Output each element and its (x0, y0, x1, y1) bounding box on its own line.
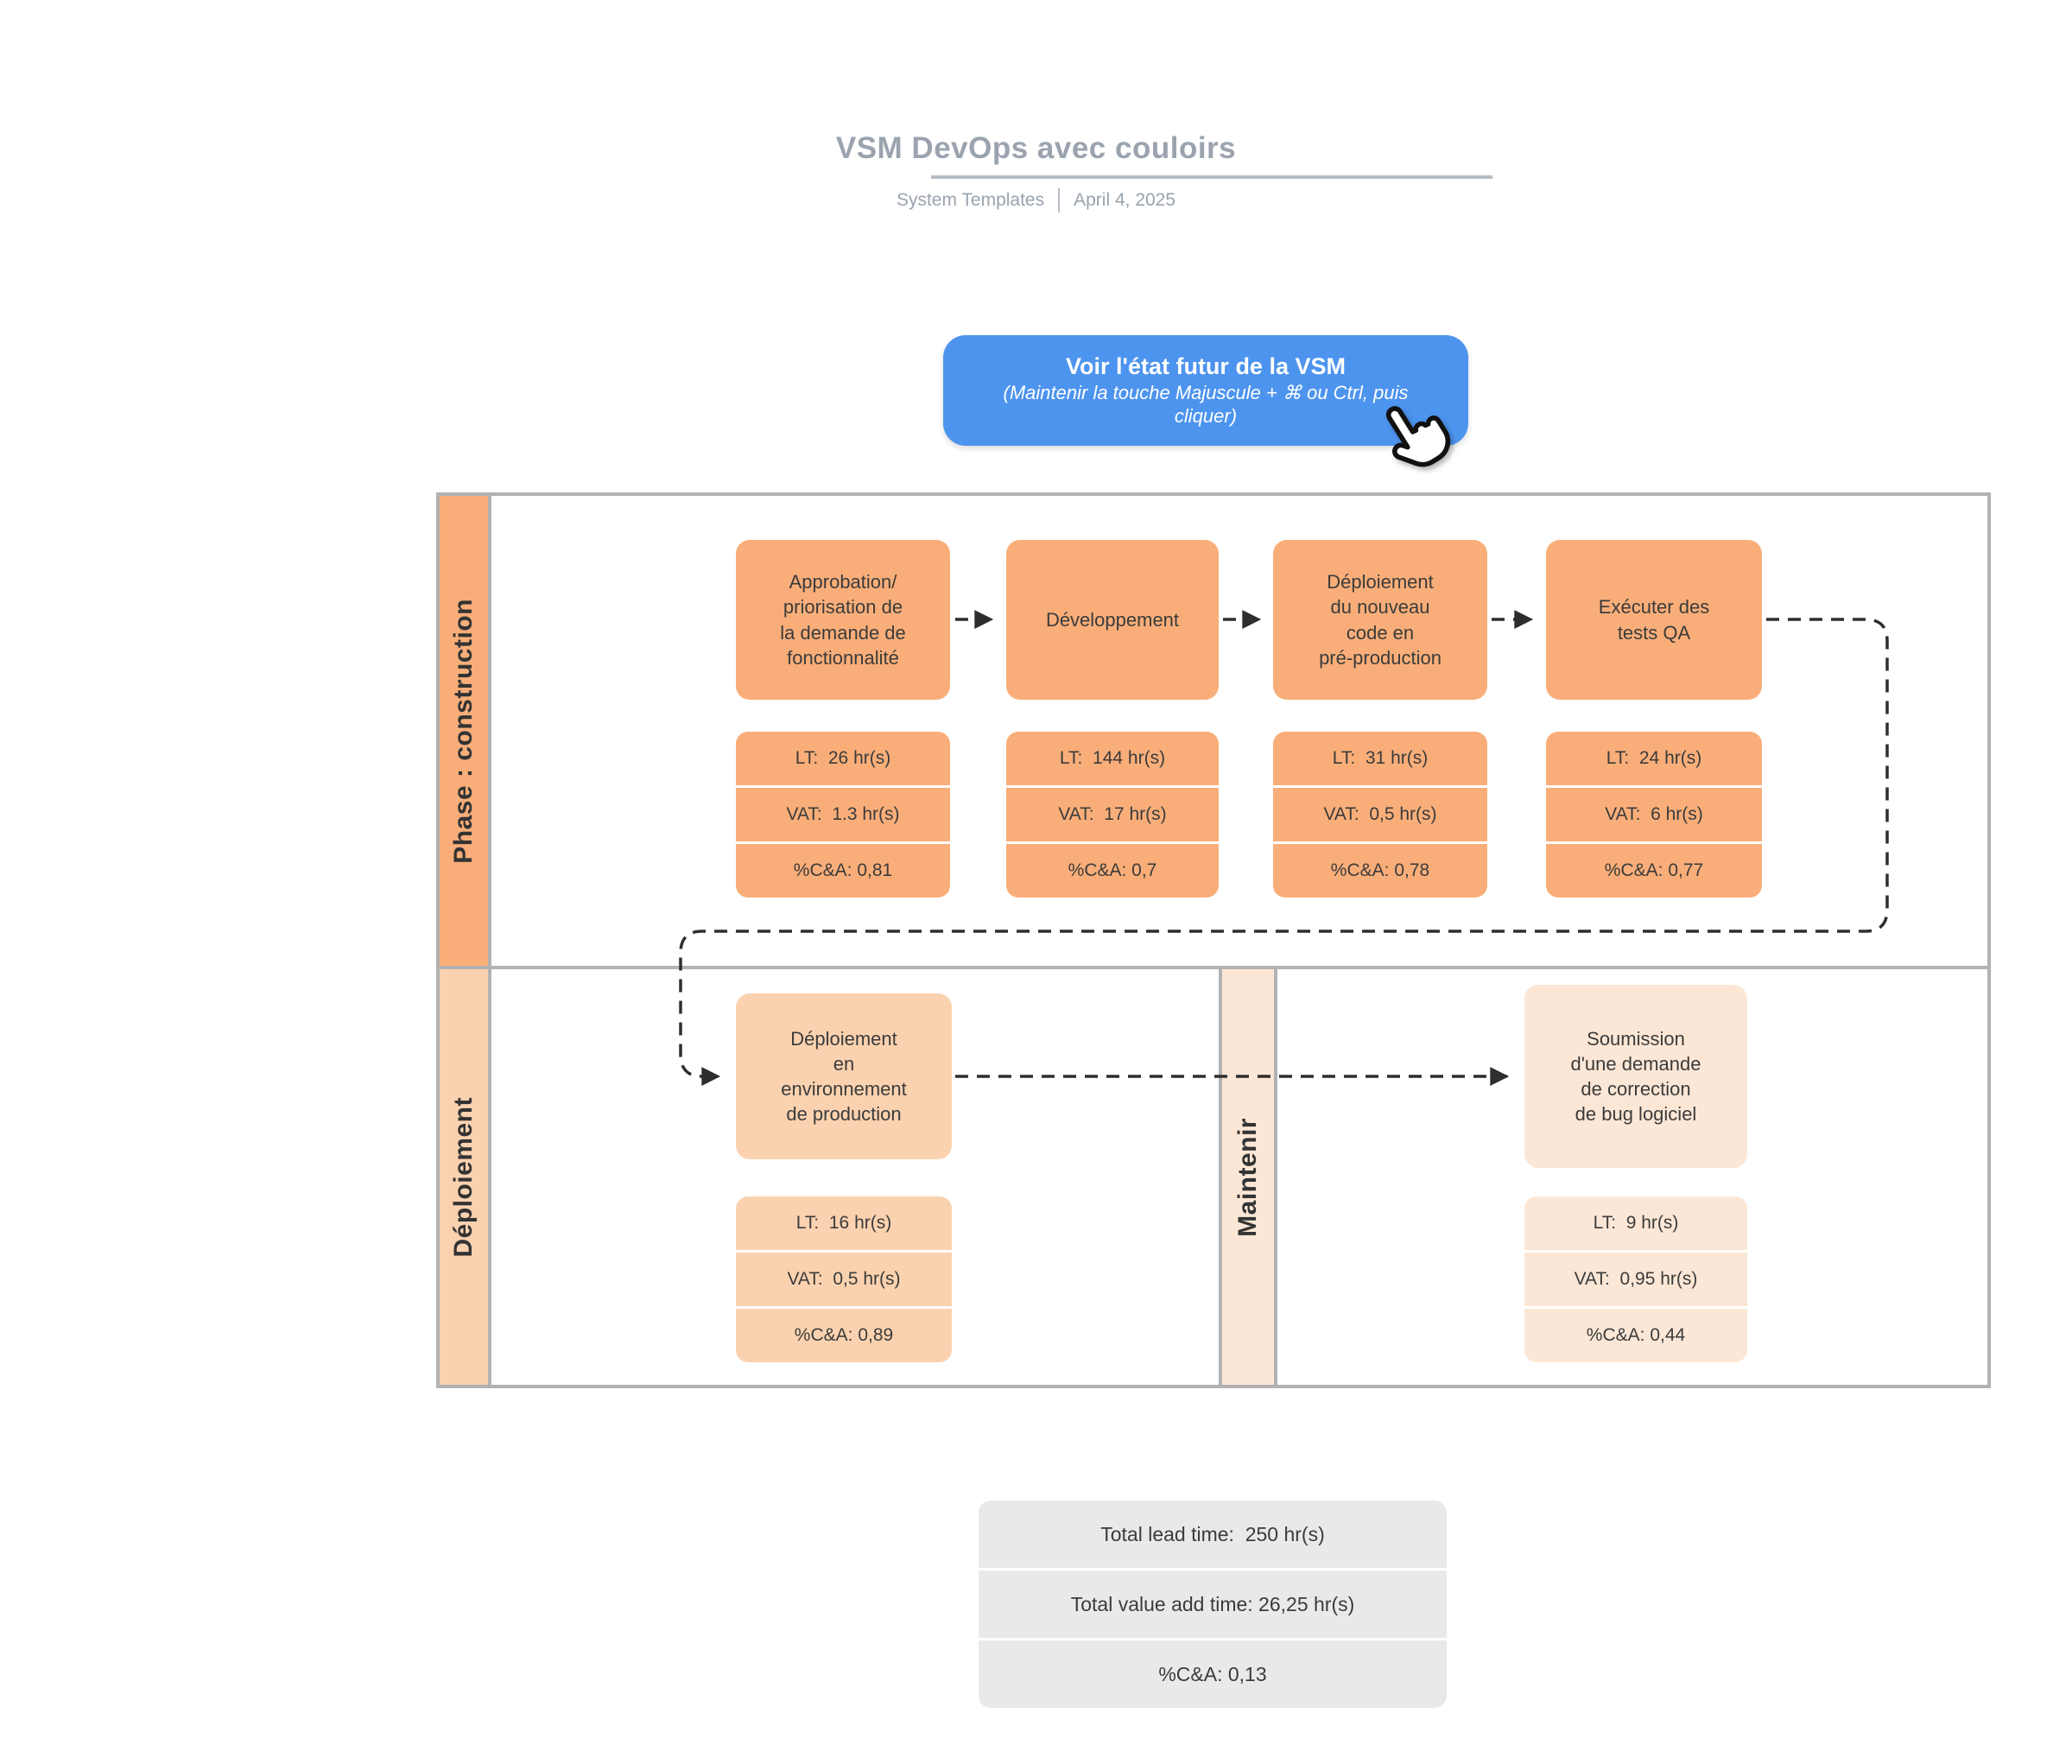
stats-soumission-bug: LT: 9 hr(s) VAT: 0,95 hr(s) %C&A: 0,44 (1524, 1196, 1747, 1362)
stat-vat: VAT: 17 hr(s) (1006, 788, 1219, 841)
stat-lt: LT: 144 hr(s) (1006, 732, 1219, 785)
process-developpement: Développement (1006, 540, 1219, 700)
page-title: VSM DevOps avec couloirs (835, 131, 1237, 165)
process-soumission-bug: Soumission d'une demande de correction d… (1524, 985, 1747, 1168)
lane-band-deploiement: Déploiement (436, 966, 491, 1388)
stat-ca: %C&A: 0,81 (736, 844, 950, 898)
lane-label-deploiement: Déploiement (449, 1096, 478, 1258)
stats-deploiement-preprod: LT: 31 hr(s) VAT: 0,5 hr(s) %C&A: 0,78 (1273, 732, 1487, 898)
document-meta: System Templates April 4, 2025 (0, 188, 2072, 213)
lane-label-maintenir: Maintenir (1233, 1117, 1262, 1237)
stat-vat: VAT: 6 hr(s) (1546, 788, 1762, 841)
stats-developpement: LT: 144 hr(s) VAT: 17 hr(s) %C&A: 0,7 (1006, 732, 1219, 898)
stat-vat: VAT: 1.3 hr(s) (736, 788, 950, 841)
lane-band-maintenir: Maintenir (1219, 966, 1277, 1388)
cta-hint-line1: (Maintenir la touche Majuscule + ⌘ ou Ct… (1003, 382, 1409, 404)
stat-lt: LT: 31 hr(s) (1273, 732, 1487, 785)
stat-ca: %C&A: 0,44 (1524, 1309, 1747, 1362)
totals-summary: Total lead time: 250 hr(s) Total value a… (979, 1501, 1447, 1708)
meta-divider (1058, 188, 1061, 213)
title-underline (931, 175, 1492, 179)
lane-label-phase-construction: Phase : construction (449, 598, 478, 864)
cta-hint-line2: cliquer) (1174, 404, 1238, 427)
stat-lt: LT: 9 hr(s) (1524, 1196, 1747, 1250)
stat-lt: LT: 26 hr(s) (736, 732, 950, 785)
pointer-hand-icon (1385, 406, 1451, 467)
stats-approbation: LT: 26 hr(s) VAT: 1.3 hr(s) %C&A: 0,81 (736, 732, 950, 898)
view-future-state-button[interactable]: Voir l'état futur de la VSM (Maintenir l… (943, 335, 1468, 446)
stat-ca: %C&A: 0,77 (1546, 844, 1762, 898)
total-value-add-time: Total value add time: 26,25 hr(s) (979, 1570, 1447, 1638)
date-label: April 4, 2025 (1074, 190, 1176, 210)
stats-tests-qa: LT: 24 hr(s) VAT: 6 hr(s) %C&A: 0,77 (1546, 732, 1762, 898)
total-ca: %C&A: 0,13 (979, 1640, 1447, 1708)
process-tests-qa: Exécuter des tests QA (1546, 540, 1762, 700)
author-label: System Templates (896, 190, 1045, 210)
process-approbation: Approbation/ priorisation de la demande … (736, 540, 950, 700)
process-deploiement-preprod: Déploiement du nouveau code en pré-produ… (1273, 540, 1487, 700)
stat-vat: VAT: 0,95 hr(s) (1524, 1253, 1747, 1306)
stat-ca: %C&A: 0,7 (1006, 844, 1219, 898)
lane-band-phase-construction: Phase : construction (436, 492, 491, 969)
stat-lt: LT: 16 hr(s) (736, 1196, 952, 1250)
stat-ca: %C&A: 0,78 (1273, 844, 1487, 898)
stat-lt: LT: 24 hr(s) (1546, 732, 1762, 785)
cta-title: Voir l'état futur de la VSM (1066, 353, 1346, 380)
stat-vat: VAT: 0,5 hr(s) (736, 1253, 952, 1306)
total-lead-time: Total lead time: 250 hr(s) (979, 1501, 1447, 1568)
stat-ca: %C&A: 0,89 (736, 1309, 952, 1362)
stat-vat: VAT: 0,5 hr(s) (1273, 788, 1487, 841)
process-deploiement-production: Déploiement en environnement de producti… (736, 993, 952, 1159)
stats-deploiement-production: LT: 16 hr(s) VAT: 0,5 hr(s) %C&A: 0,89 (736, 1196, 952, 1362)
lane-divider (436, 966, 1991, 969)
